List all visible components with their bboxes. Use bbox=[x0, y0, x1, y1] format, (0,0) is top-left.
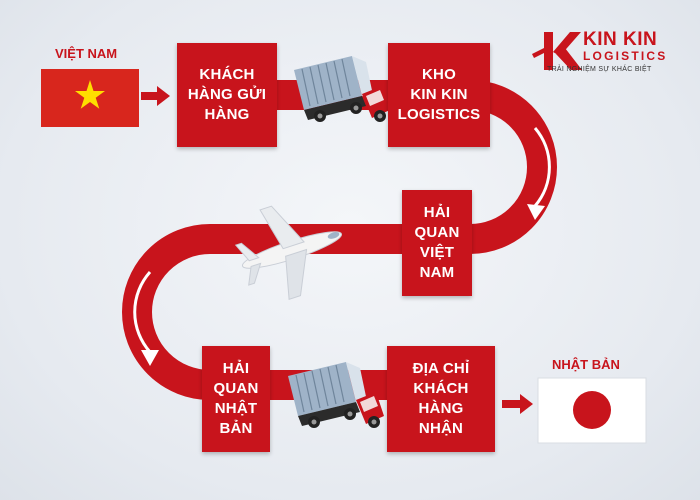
truck-icon bbox=[294, 56, 390, 122]
route-arrow-left bbox=[141, 350, 159, 366]
step-japan-customs: HẢI QUAN NHẬT BẢN bbox=[202, 346, 270, 452]
vietnam-flag bbox=[41, 69, 139, 127]
route-centerline-left bbox=[133, 271, 152, 353]
route-arrow-right bbox=[527, 204, 545, 220]
arrow-icon bbox=[502, 394, 533, 414]
arrow-icon bbox=[141, 86, 170, 106]
star-icon bbox=[75, 80, 105, 109]
brand-name: KIN KIN bbox=[583, 29, 658, 50]
brand-subname: LOGISTICS bbox=[583, 49, 668, 63]
step-customer-sends: KHÁCH HÀNG GỬI HÀNG bbox=[177, 43, 277, 147]
step-warehouse: KHO KIN KIN LOGISTICS bbox=[388, 43, 490, 147]
step-receiver-address: ĐỊA CHỈ KHÁCH HÀNG NHẬN bbox=[387, 346, 495, 452]
brand-tagline: TRẢI NGHIỆM SỰ KHÁC BIỆT bbox=[547, 66, 652, 73]
origin-label: VIỆT NAM bbox=[55, 46, 118, 61]
step-vietnam-customs: HẢI QUAN VIỆT NAM bbox=[402, 190, 472, 296]
logo-icon bbox=[532, 32, 582, 70]
route-centerline bbox=[533, 127, 551, 207]
japan-flag bbox=[537, 377, 647, 444]
airplane-icon bbox=[234, 205, 343, 300]
truck-icon bbox=[288, 362, 384, 428]
destination-label: NHẬT BẢN bbox=[552, 357, 620, 372]
